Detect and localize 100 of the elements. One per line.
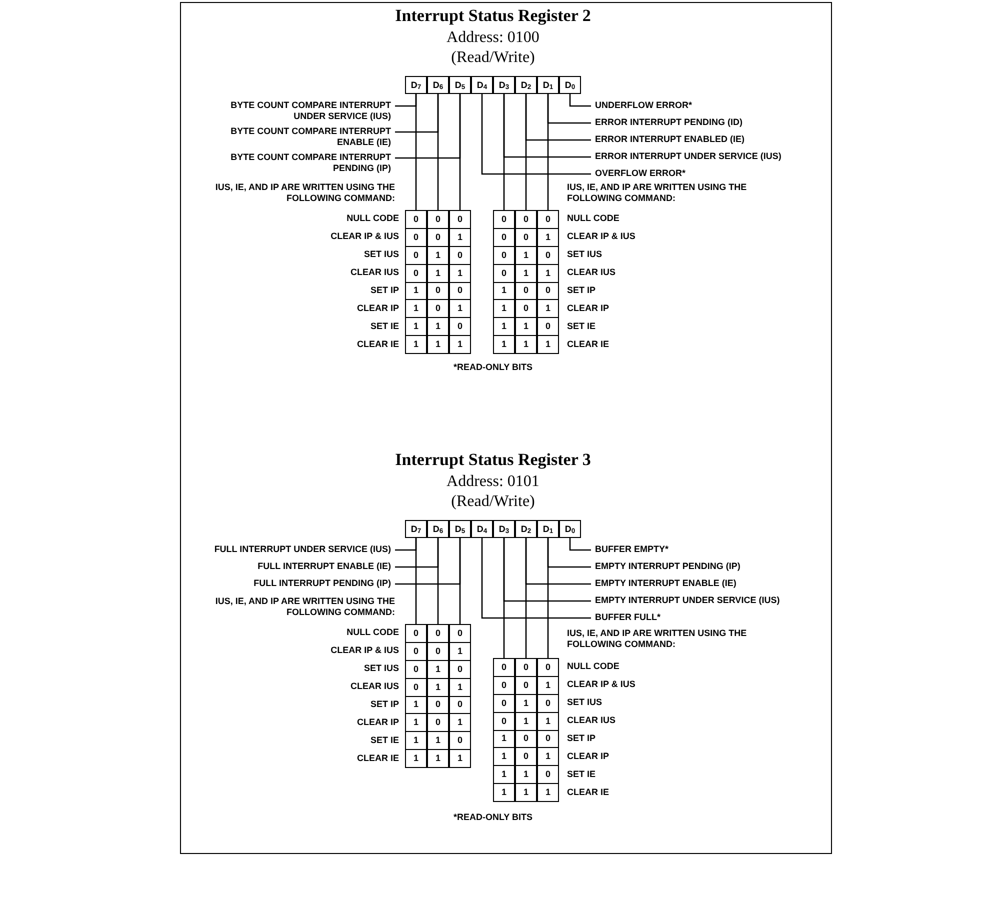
bit-value: 0	[435, 628, 440, 638]
bit-value: 0	[545, 770, 550, 780]
bit-value: 0	[523, 662, 528, 672]
command-name: CLEAR IP & IUS	[567, 679, 636, 690]
bit-value: 1	[457, 646, 462, 656]
bit-value: 0	[545, 662, 550, 672]
bit-line	[503, 538, 505, 658]
command-name: SET IUS	[567, 697, 602, 708]
bit-value: 0	[435, 286, 440, 296]
table-column	[515, 210, 537, 354]
command-name: SET IE	[567, 321, 596, 332]
bit-value: 1	[435, 682, 440, 692]
bit-value: 1	[413, 754, 418, 764]
bit-value: 1	[545, 232, 550, 242]
command-name: NULL CODE	[567, 661, 620, 672]
bit-value: 0	[435, 646, 440, 656]
bit-value: 1	[435, 250, 440, 260]
bit-value: 0	[523, 286, 528, 296]
bit-description: ERROR INTERRUPT ENABLED (IE)	[595, 134, 745, 144]
bit-line	[525, 538, 527, 658]
bit-value: 0	[457, 322, 462, 332]
bit-value: 1	[457, 718, 462, 728]
bit-line	[415, 94, 417, 210]
bit-description: FULL INTERRUPT ENABLE (IE)	[258, 561, 391, 571]
bit-value: 0	[523, 304, 528, 314]
bit-value: 0	[523, 752, 528, 762]
bit-value: 0	[501, 716, 506, 726]
bit-value: 0	[501, 268, 506, 278]
bit-value: 0	[435, 214, 440, 224]
bit-description: OVERFLOW ERROR*	[595, 168, 686, 178]
command-name: CLEAR IE	[356, 339, 399, 350]
bit-value: 1	[457, 340, 462, 350]
bit-value: 0	[413, 214, 418, 224]
bit-value: 1	[545, 304, 550, 314]
register-title: Interrupt Status Register 3	[395, 450, 591, 470]
command-name: SET IE	[370, 321, 399, 332]
bit-value: 1	[435, 754, 440, 764]
command-name: CLEAR IP & IUS	[330, 645, 399, 656]
bit-cell: D$_{5}$	[449, 76, 471, 94]
command-name: CLEAR IUS	[350, 267, 399, 278]
bit-line	[437, 94, 439, 210]
bit-value: 1	[413, 700, 418, 710]
bit-value: 1	[523, 770, 528, 780]
bit-value: 0	[435, 718, 440, 728]
bit-value: 0	[413, 628, 418, 638]
bit-value: 0	[435, 700, 440, 710]
bit-value: 0	[435, 304, 440, 314]
bit-description: EMPTY INTERRUPT ENABLE (IE)	[595, 578, 736, 588]
bit-cell: D$_{6}$	[427, 76, 449, 94]
bit-line	[547, 94, 549, 210]
bit-value: 0	[545, 214, 550, 224]
bit-cell: D$_{1}$	[537, 76, 559, 94]
bit-description: BYTE COUNT COMPARE INTERRUPT PENDING (IP)	[230, 152, 391, 173]
bit-value: 0	[523, 680, 528, 690]
bit-description: BYTE COUNT COMPARE INTERRUPT ENABLE (IE)	[230, 126, 391, 147]
command-name: CLEAR IUS	[567, 715, 616, 726]
table-column	[405, 210, 427, 354]
table-column	[427, 210, 449, 354]
bit-value: 0	[545, 322, 550, 332]
bit-value: 1	[501, 752, 506, 762]
command-name: CLEAR IUS	[567, 267, 616, 278]
bit-value: 1	[457, 682, 462, 692]
table-column	[515, 658, 537, 802]
command-name: NULL CODE	[346, 627, 399, 638]
command-name: SET IUS	[364, 663, 399, 674]
bit-value: 1	[413, 340, 418, 350]
bit-value: 0	[413, 664, 418, 674]
command-name: CLEAR IE	[567, 339, 610, 350]
bit-description: FULL INTERRUPT PENDING (IP)	[254, 578, 391, 588]
bit-cell: D$_{7}$	[405, 520, 427, 538]
bit-value: 0	[435, 232, 440, 242]
command-name: SET IUS	[567, 249, 602, 260]
bit-value: 0	[413, 232, 418, 242]
bit-cell: D$_{3}$	[493, 76, 515, 94]
bit-value: 0	[523, 214, 528, 224]
register-title: Interrupt Status Register 2	[395, 6, 591, 26]
command-name: SET IP	[567, 285, 596, 296]
footnote: *READ-ONLY BITS	[453, 362, 532, 373]
bit-value: 1	[545, 788, 550, 798]
bit-value: 0	[413, 682, 418, 692]
bit-cell: D$_{7}$	[405, 76, 427, 94]
footnote: *READ-ONLY BITS	[453, 812, 532, 823]
bit-value: 1	[523, 322, 528, 332]
command-name: CLEAR IP	[567, 303, 610, 314]
table-column	[449, 210, 471, 354]
table-column	[405, 624, 427, 768]
table-column	[427, 624, 449, 768]
command-name: CLEAR IP & IUS	[567, 231, 636, 242]
bit-description: ERROR INTERRUPT PENDING (ID)	[595, 117, 743, 127]
bit-line	[415, 538, 417, 624]
leader-line	[481, 94, 591, 175]
bit-description: FULL INTERRUPT UNDER SERVICE (IUS)	[214, 544, 391, 554]
bit-line	[437, 538, 439, 624]
table-column	[449, 624, 471, 768]
bit-description: UNDERFLOW ERROR*	[595, 100, 692, 110]
bit-value: 0	[457, 286, 462, 296]
command-name: CLEAR IP	[356, 303, 399, 314]
leader-line	[569, 94, 591, 107]
bit-cell: D$_{5}$	[449, 520, 471, 538]
bit-cell: D$_{2}$	[515, 520, 537, 538]
